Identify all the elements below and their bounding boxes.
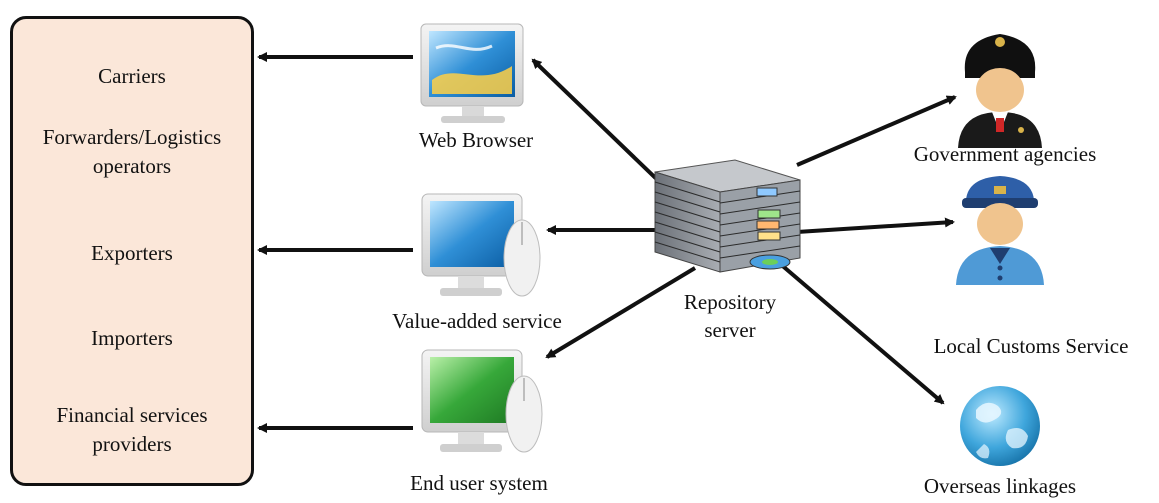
arrow-server-to-customs <box>796 217 955 234</box>
stakeholder-importers: Importers <box>91 326 173 350</box>
end-user-system-label: End user system <box>410 471 548 495</box>
end-user-monitor-icon <box>421 349 543 453</box>
arrow-server-to-enduser <box>545 266 697 359</box>
arrow-server-to-government <box>796 95 957 167</box>
stakeholder-forwarders-line1: Forwarders/Logistics <box>42 125 222 149</box>
stakeholder-financial-line1: Financial services <box>56 403 208 427</box>
value-added-monitor-icon <box>421 193 541 297</box>
stakeholder-carriers: Carriers <box>98 64 166 88</box>
repository-server-label-line1: Repository <box>683 290 777 314</box>
local-customs-service-label: Local Customs Service <box>933 334 1129 358</box>
stakeholder-exporters: Exporters <box>91 241 173 265</box>
police-officer-icon <box>958 34 1042 148</box>
overseas-linkages-label: Overseas linkages <box>923 474 1077 498</box>
government-agencies-label: Government agencies <box>913 142 1097 166</box>
server-rack-icon <box>654 159 801 273</box>
customs-officer-icon <box>956 176 1044 285</box>
stakeholders-box: Carriers Forwarders/Logistics operators … <box>10 16 254 486</box>
arrow-server-to-webbrowser <box>531 58 670 192</box>
value-added-service-label: Value-added service <box>392 309 562 333</box>
globe-icon <box>960 386 1040 466</box>
arrow-server-to-overseas <box>776 260 945 405</box>
repository-server-label-line2: server <box>704 318 756 342</box>
stakeholder-forwarders-line2: operators <box>92 154 172 178</box>
arrows-to-stakeholders <box>257 52 413 433</box>
web-browser-monitor-icon <box>420 23 524 123</box>
arrows-from-server <box>531 58 957 405</box>
stakeholder-financial-line2: providers <box>92 432 172 456</box>
web-browser-label: Web Browser <box>418 128 534 152</box>
